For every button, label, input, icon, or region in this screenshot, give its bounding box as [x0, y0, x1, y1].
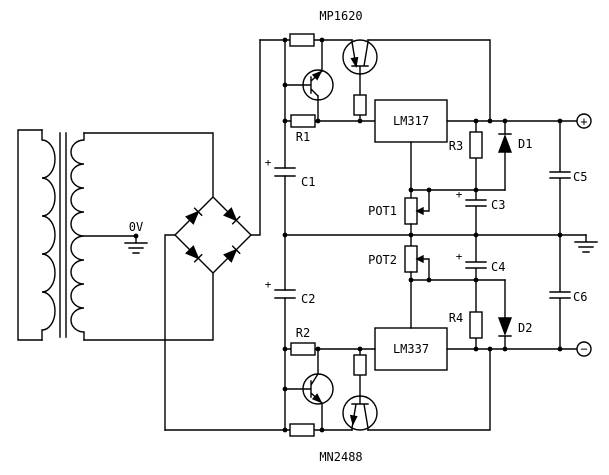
c4-polarity-mark: + — [456, 250, 463, 263]
pot2-label: POT2 — [368, 253, 397, 267]
bias-resistor-bottom — [289, 423, 315, 437]
lm337-label: LM337 — [393, 342, 429, 356]
resistor-r4 — [469, 279, 483, 350]
bridge-diode-3 — [185, 245, 200, 260]
emitter-arrow — [350, 56, 359, 68]
capacitor-c3 — [465, 189, 487, 236]
primary-winding — [41, 129, 56, 341]
primary-loop-wire — [17, 129, 43, 341]
resistor-r2 — [290, 342, 316, 356]
positive-terminal-sign: + — [580, 115, 587, 129]
driver-transistor-top — [284, 39, 334, 122]
capacitor-c1 — [274, 167, 296, 177]
c2-polarity-mark: + — [265, 278, 272, 291]
pot1 — [404, 189, 430, 236]
pass-transistor-bottom — [342, 348, 378, 431]
c1-label: C1 — [301, 175, 315, 189]
c4-label: C4 — [491, 260, 505, 274]
transistor-top-label: MP1620 — [319, 9, 362, 23]
diode-d2 — [497, 279, 513, 350]
base-resistor-top — [353, 94, 367, 116]
ground-symbol-right — [574, 234, 598, 253]
d2-label: D2 — [518, 321, 532, 335]
capacitor-c2 — [274, 289, 296, 299]
d1-label: D1 — [518, 137, 532, 151]
r2-label: R2 — [296, 326, 310, 340]
r4-label: R4 — [449, 311, 463, 325]
zero-volt-label: 0V — [129, 220, 143, 234]
emitter-arrow — [349, 414, 358, 426]
positive-unreg-wire — [250, 39, 261, 236]
c1-polarity-mark: + — [265, 156, 272, 169]
pot2 — [404, 234, 430, 281]
c5-label: C5 — [573, 170, 587, 184]
pot1-label: POT1 — [368, 204, 397, 218]
resistor-r3 — [469, 120, 483, 191]
junction-dots — [133, 37, 563, 433]
c3-label: C3 — [491, 198, 505, 212]
bias-resistor-top — [289, 33, 315, 47]
lm317-label: LM317 — [393, 114, 429, 128]
capacitor-c5 — [549, 120, 571, 236]
bridge-outline — [174, 196, 252, 274]
c6-label: C6 — [573, 290, 587, 304]
negative-unreg-wire — [164, 234, 176, 431]
driver-transistor-bottom — [284, 348, 334, 431]
secondary-bottom-wire — [83, 272, 214, 341]
negative-terminal — [576, 341, 592, 357]
capacitor-c4 — [465, 234, 487, 281]
emitter-arrow — [311, 393, 323, 404]
capacitor-c6 — [549, 234, 571, 350]
c2-label: C2 — [301, 292, 315, 306]
transformer — [17, 129, 85, 341]
bridge-diode-4 — [223, 248, 238, 263]
wiper-arrow — [415, 254, 424, 264]
base-resistor-bottom — [353, 354, 367, 376]
secondary-top-wire — [83, 132, 214, 198]
negative-terminal-sign: − — [580, 342, 587, 356]
transistor-bottom-label: MN2488 — [319, 450, 362, 464]
diode-d1 — [497, 120, 513, 191]
c3-polarity-mark: + — [456, 188, 463, 201]
bridge-diode-2 — [223, 207, 238, 222]
r3-label: R3 — [449, 139, 463, 153]
secondary-winding — [70, 132, 85, 341]
bridge-diode-1 — [185, 210, 200, 225]
transformer-core — [59, 132, 67, 338]
positive-terminal — [576, 113, 592, 129]
pass-transistor-top — [342, 39, 378, 122]
emitter-arrow — [311, 70, 323, 81]
resistor-r1 — [290, 114, 316, 128]
r1-label: R1 — [296, 130, 310, 144]
ground-symbol-left — [83, 235, 148, 254]
wiper-arrow — [415, 206, 424, 216]
bridge-rectifier — [174, 196, 252, 274]
